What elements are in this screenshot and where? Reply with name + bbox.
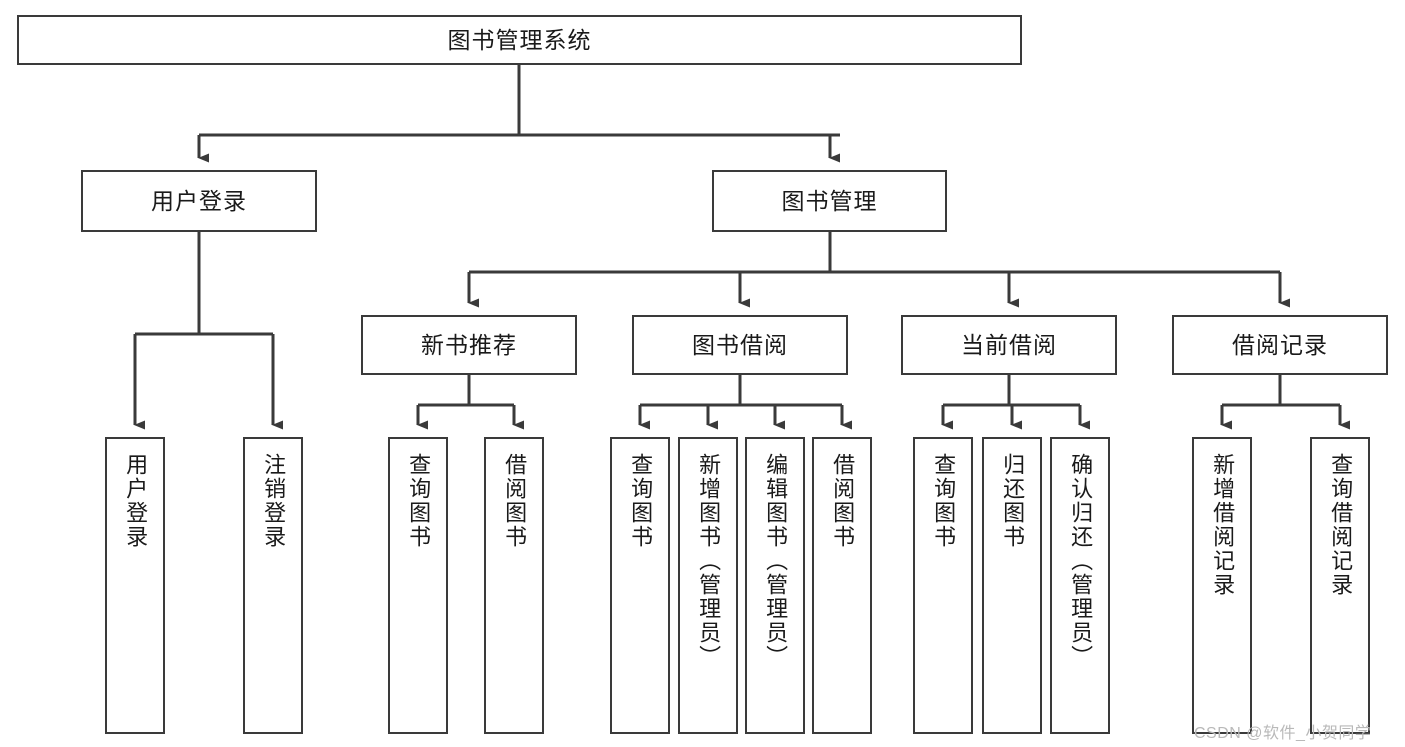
node-current-borrow[interactable]: 当前借阅 <box>901 315 1117 375</box>
node-book-borrow-label: 图书借阅 <box>692 331 788 358</box>
node-leaf-return-book-label: 归还图书 <box>1000 453 1026 549</box>
node-leaf-logout-login[interactable]: 注销登录 <box>243 437 303 734</box>
node-borrow-record[interactable]: 借阅记录 <box>1172 315 1388 375</box>
node-root-label: 图书管理系统 <box>447 26 592 53</box>
node-leaf-query-book-recommend[interactable]: 查询图书 <box>388 437 448 734</box>
node-leaf-borrow-book-recommend[interactable]: 借阅图书 <box>484 437 544 734</box>
node-root[interactable]: 图书管理系统 <box>17 15 1022 65</box>
node-leaf-return-book[interactable]: 归还图书 <box>982 437 1042 734</box>
node-leaf-query-book-recommend-label: 查询图书 <box>406 453 432 549</box>
node-user-login[interactable]: 用户登录 <box>81 170 317 232</box>
node-leaf-user-login[interactable]: 用户登录 <box>105 437 165 734</box>
node-book-borrow[interactable]: 图书借阅 <box>632 315 848 375</box>
node-current-borrow-label: 当前借阅 <box>961 331 1057 358</box>
node-borrow-record-label: 借阅记录 <box>1232 331 1328 358</box>
node-user-login-label: 用户登录 <box>151 187 247 214</box>
node-leaf-borrow-book-label: 借阅图书 <box>830 453 856 549</box>
node-leaf-add-book-admin-label: 新增图书（管理员） <box>696 453 722 669</box>
node-leaf-query-book-borrow-label: 查询图书 <box>628 453 654 549</box>
node-leaf-add-book-admin[interactable]: 新增图书（管理员） <box>678 437 738 734</box>
node-leaf-query-borrow-record[interactable]: 查询借阅记录 <box>1310 437 1370 734</box>
node-leaf-add-borrow-record[interactable]: 新增借阅记录 <box>1192 437 1252 734</box>
node-leaf-query-book-current[interactable]: 查询图书 <box>913 437 973 734</box>
node-leaf-edit-book-admin-label: 编辑图书（管理员） <box>763 453 789 669</box>
node-leaf-edit-book-admin[interactable]: 编辑图书（管理员） <box>745 437 805 734</box>
node-book-management[interactable]: 图书管理 <box>712 170 947 232</box>
node-new-book-recommend-label: 新书推荐 <box>421 331 517 358</box>
node-leaf-user-login-label: 用户登录 <box>123 453 149 549</box>
node-leaf-borrow-book-recommend-label: 借阅图书 <box>502 453 528 549</box>
node-leaf-add-borrow-record-label: 新增借阅记录 <box>1210 453 1236 597</box>
node-leaf-query-book-borrow[interactable]: 查询图书 <box>610 437 670 734</box>
csdn-watermark: CSDN @软件_小贺同学 <box>1194 725 1372 742</box>
node-new-book-recommend[interactable]: 新书推荐 <box>361 315 577 375</box>
node-leaf-query-book-current-label: 查询图书 <box>931 453 957 549</box>
node-leaf-query-borrow-record-label: 查询借阅记录 <box>1328 453 1354 597</box>
node-leaf-confirm-return-admin-label: 确认归还（管理员） <box>1068 453 1094 669</box>
node-book-management-label: 图书管理 <box>781 187 878 214</box>
node-leaf-confirm-return-admin[interactable]: 确认归还（管理员） <box>1050 437 1110 734</box>
node-leaf-borrow-book[interactable]: 借阅图书 <box>812 437 872 734</box>
node-leaf-logout-login-label: 注销登录 <box>261 453 287 549</box>
